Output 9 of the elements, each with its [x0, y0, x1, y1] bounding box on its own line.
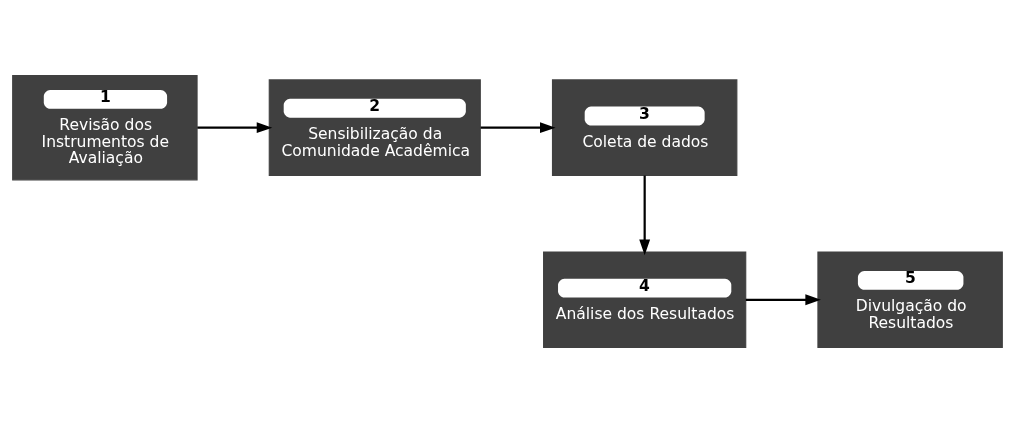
arrow	[480, 122, 556, 134]
node-box: 4 Análise dos Resultados	[543, 251, 747, 349]
node-box: 3 Coleta de dados	[551, 79, 738, 176]
node-box: 1 Revisão dos Instrumentos de Avaliação	[12, 74, 198, 181]
arrow	[197, 122, 273, 134]
arrow	[639, 175, 651, 256]
node-box: 5 Divulgação do Resultados	[817, 251, 1003, 349]
arrow	[745, 294, 821, 306]
node-box: 2 Sensibilização da Comunidade Acadêmica	[268, 79, 481, 176]
